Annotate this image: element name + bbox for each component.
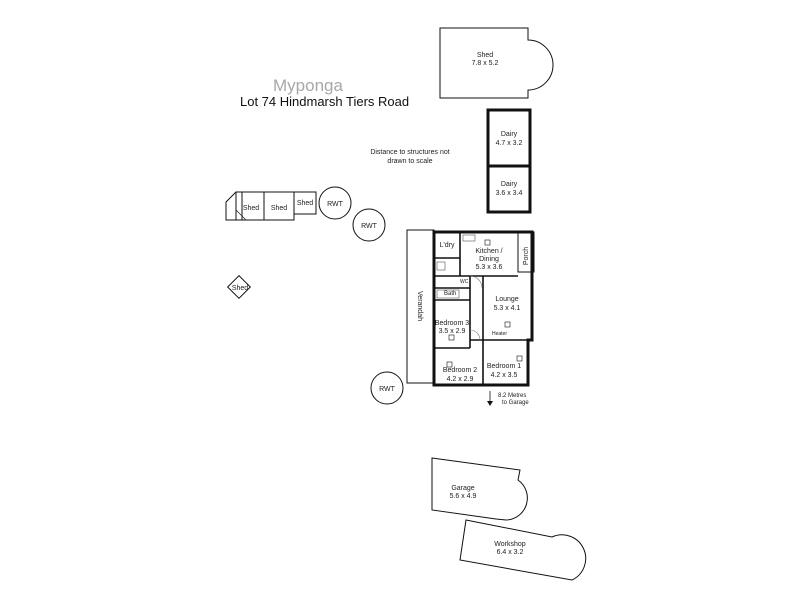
dairy-2-size: 3.6 x 3.4 [496, 190, 523, 197]
bedroom3-size: 3.5 x 2.9 [439, 328, 466, 335]
verandah: Verandah [406, 229, 435, 384]
house: Porch L'dry Kitchen / Dining 5.3 x 3.6 W… [432, 230, 535, 387]
shed-row-2: Shed [271, 205, 287, 212]
verandah-label: Verandah [416, 291, 423, 321]
distance-line-2: to Garage [502, 400, 529, 406]
bedroom3-label: Bedroom 3 [435, 320, 469, 327]
bedroom2-label: Bedroom 2 [443, 367, 477, 374]
shed-top: Shed 7.8 x 5.2 [439, 27, 554, 99]
kitchen-label-2: Dining [479, 256, 499, 263]
shed-row-1: Shed [243, 205, 259, 212]
porch-label: Porch [523, 247, 530, 265]
heater-label: Heater [492, 331, 507, 337]
shed-top-size: 7.8 x 5.2 [472, 60, 499, 67]
bath-label: Bath [444, 291, 456, 297]
rwt-2-label: RWT [361, 223, 378, 230]
suburb-title: Myponga [273, 76, 343, 95]
garage-distance: 8.2 Metres to Garage [487, 391, 529, 406]
shed-small: Shed [226, 274, 252, 300]
workshop-name: Workshop [494, 541, 525, 548]
rwt-1-label: RWT [327, 201, 344, 208]
bedroom2-size: 4.2 x 2.9 [447, 376, 474, 383]
bedroom1-label: Bedroom 1 [487, 363, 521, 370]
bedroom1-size: 4.2 x 3.5 [491, 372, 518, 379]
garage-size: 5.6 x 4.9 [450, 493, 477, 500]
garage: Garage 5.6 x 4.9 [431, 457, 528, 521]
garage-name: Garage [451, 485, 474, 492]
address-title: Lot 74 Hindmarsh Tiers Road [240, 94, 410, 109]
shed-top-name: Shed [477, 52, 493, 59]
dairy-1: Dairy 4.7 x 3.2 [486, 108, 532, 168]
workshop-size: 6.4 x 3.2 [497, 549, 524, 556]
distance-line-1: 8.2 Metres [498, 393, 526, 399]
lounge-label: Lounge [495, 296, 518, 303]
rwt-2: RWT [352, 208, 386, 242]
rwt-3: RWT [370, 371, 404, 405]
dairy-1-size: 4.7 x 3.2 [496, 140, 523, 147]
shed-small-label: Shed [232, 285, 248, 292]
dairy-2: Dairy 3.6 x 3.4 [486, 164, 532, 214]
wc-label: WC [460, 279, 469, 285]
laundry-label: L'dry [440, 242, 455, 249]
rwt-3-label: RWT [379, 386, 396, 393]
shed-row-3: Shed [297, 200, 313, 207]
kitchen-label: Kitchen / [475, 248, 502, 255]
dairy-2-name: Dairy [501, 181, 518, 188]
workshop: Workshop 6.4 x 3.2 [459, 519, 587, 581]
rwt-1: RWT [318, 186, 352, 220]
shed-row: Shed Shed Shed [225, 191, 317, 221]
dairy-1-name: Dairy [501, 131, 518, 138]
lounge-size: 5.3 x 4.1 [494, 305, 521, 312]
kitchen-size: 5.3 x 3.6 [476, 264, 503, 271]
scale-note: Distance to structures not drawn to scal… [370, 149, 450, 165]
